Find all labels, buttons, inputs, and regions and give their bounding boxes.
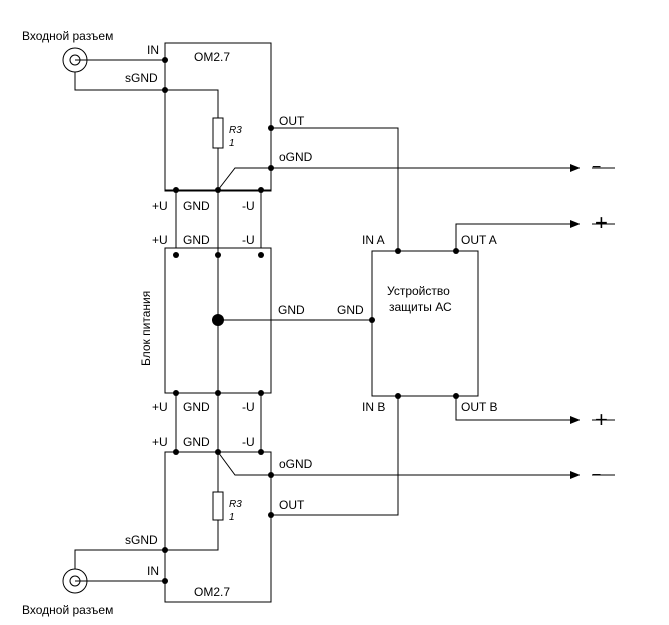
bottom-resistor-ref: R3 (229, 499, 242, 510)
top-amp-title: OM2.7 (194, 50, 230, 64)
top-amp-pin-out-label: OUT (279, 114, 305, 128)
protection-in-a-label: IN A (362, 233, 385, 247)
protection-gnd-label: GND (337, 303, 364, 317)
speaker-plus-b: + (595, 407, 608, 432)
bottom-ognd-wire (217, 451, 580, 479)
bottom-input-connector: Входной разъем (22, 568, 113, 617)
top-amp-pin-in-label: IN (147, 43, 159, 57)
protection-in-b-label: IN B (362, 400, 385, 414)
psu-label: Блок питания (139, 291, 153, 366)
bottom-lower-rail-minus-label: -U (242, 435, 255, 449)
psu-gnd-label: GND (278, 303, 305, 317)
bottom-amp-pin-ognd-label: oGND (279, 457, 313, 471)
speaker-plus-a: + (595, 210, 608, 235)
bottom-resistor-r3: R3 1 (165, 452, 242, 551)
top-resistor-value: 1 (229, 138, 235, 149)
top-amplifier: OM2.7 IN sGND OUT oGND (125, 42, 313, 192)
top-out-wire (271, 127, 399, 255)
top-amp-pin-sgnd-label: sGND (125, 71, 158, 85)
bottom-upper-rail-gnd-label: GND (183, 400, 210, 414)
protection-box (371, 250, 479, 397)
top-upper-rail-gnd-label: GND (183, 199, 210, 213)
top-upper-rail-minus-label: -U (242, 199, 255, 213)
top-sgnd-wire (74, 72, 165, 91)
power-supply-block: Блок питания GND (139, 247, 372, 394)
top-input-connector-label: Входной разъем (22, 29, 113, 43)
top-lower-rail-minus-label: -U (242, 233, 255, 247)
top-lower-rail-plus-label: +U (152, 233, 168, 247)
out-b-wire (455, 396, 580, 424)
top-upper-rail-plus-label: +U (152, 199, 168, 213)
bottom-amp-pin-out-label: OUT (279, 498, 305, 512)
bottom-lower-rail-plus-label: +U (152, 435, 168, 449)
bottom-resistor-value: 1 (229, 512, 235, 523)
protection-out-b-label: OUT B (461, 400, 497, 414)
top-resistor-ref: R3 (229, 125, 242, 136)
bottom-amp-pin-sgnd-label: sGND (125, 533, 158, 547)
protection-out-a-label: OUT A (461, 233, 497, 247)
top-input-connector: Входной разъем (22, 29, 113, 73)
bottom-upper-rail-plus-label: +U (152, 400, 168, 414)
top-ognd-wire (217, 164, 580, 191)
bottom-sgnd-wire (74, 549, 165, 569)
speaker-protection-device: Устройство защиты АС IN A IN B OUT A OUT… (337, 233, 497, 414)
protection-title-line2: защиты АС (389, 300, 452, 314)
speaker-minus-top: − (592, 159, 601, 176)
bottom-upper-rail-minus-label: -U (242, 400, 255, 414)
top-resistor-r3: R3 1 (165, 89, 242, 190)
bottom-out-wire (271, 395, 399, 516)
bottom-amp-pin-in-label: IN (147, 564, 159, 578)
protection-title-line1: Устройство (387, 284, 450, 298)
bottom-input-connector-label: Входной разъем (22, 603, 113, 617)
bottom-amp-title: OM2.7 (194, 585, 230, 599)
top-amp-pin-ognd-label: oGND (279, 150, 313, 164)
top-lower-rail-gnd-label: GND (183, 233, 210, 247)
out-a-wire (455, 220, 580, 251)
junction-dots (162, 57, 459, 584)
bottom-lower-rail-gnd-label: GND (183, 435, 210, 449)
speaker-minus-bottom: − (592, 467, 601, 484)
